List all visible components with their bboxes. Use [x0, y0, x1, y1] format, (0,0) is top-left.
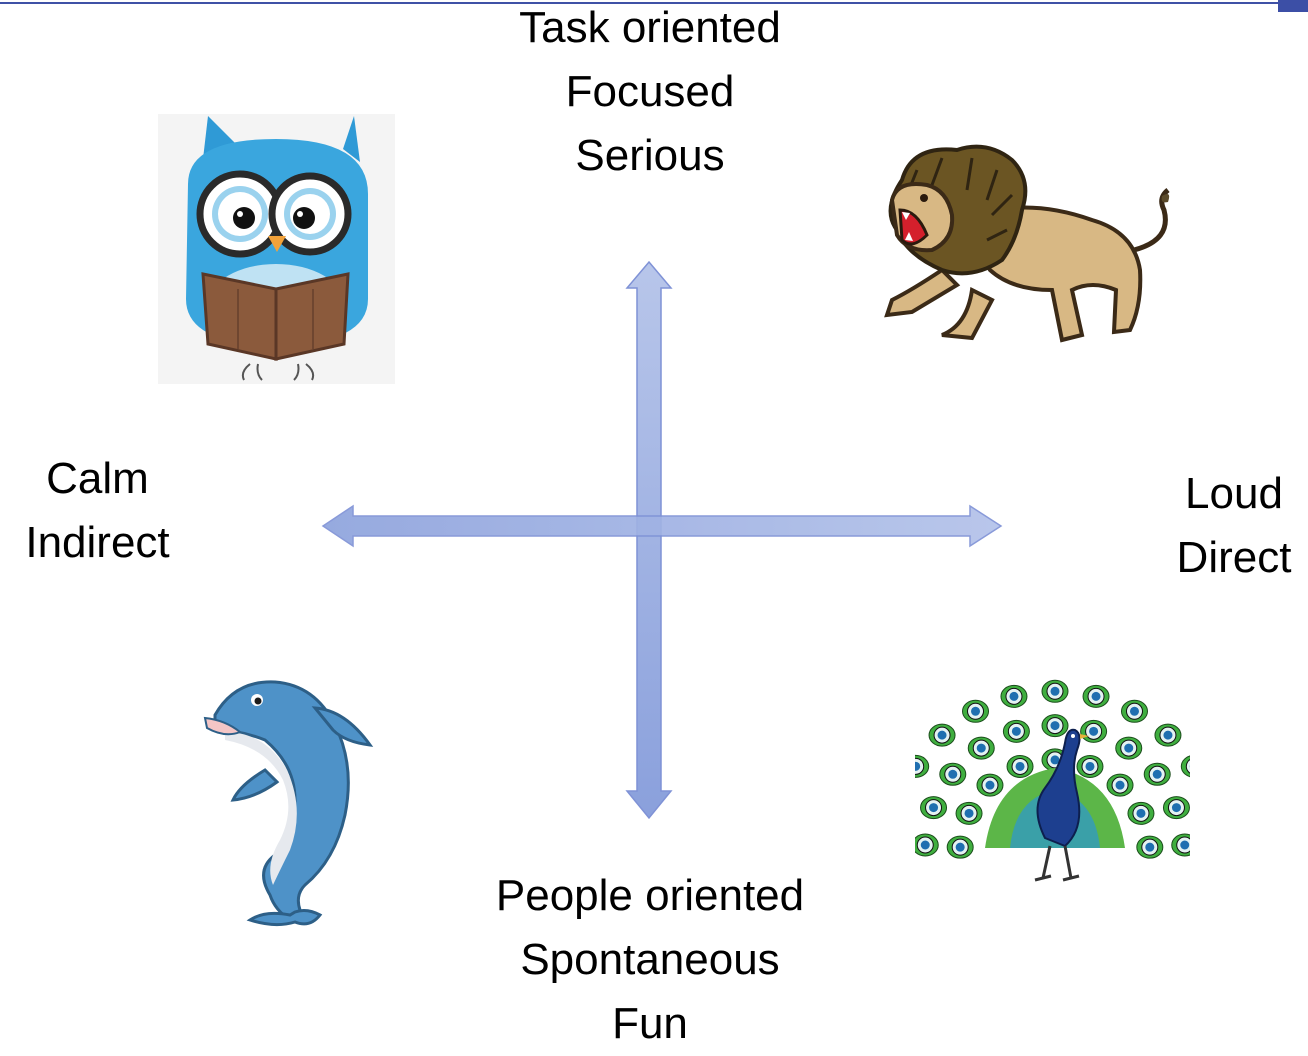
horizontal-arrow — [323, 506, 1001, 546]
lion-image — [872, 140, 1182, 350]
top-label-line-3: Serious — [450, 124, 850, 188]
right-label-line-1: Loud — [1160, 462, 1308, 526]
bottom-label-line-1: People oriented — [450, 864, 850, 928]
right-axis-label: Loud Direct — [1160, 462, 1308, 590]
right-label-line-2: Direct — [1160, 526, 1308, 590]
top-label-line-2: Focused — [450, 60, 850, 124]
top-axis-label: Task oriented Focused Serious — [450, 0, 850, 188]
bottom-label-line-2: Spontaneous — [450, 928, 850, 992]
bottom-axis-label: People oriented Spontaneous Fun — [450, 864, 850, 1056]
peacock-image — [915, 668, 1190, 886]
top-label-line-1: Task oriented — [450, 0, 850, 60]
left-axis-label: Calm Indirect — [0, 447, 195, 575]
vertical-arrow — [627, 262, 671, 818]
dolphin-image — [195, 670, 380, 930]
left-label-line-1: Calm — [0, 447, 195, 511]
left-label-line-2: Indirect — [0, 511, 195, 575]
owl-image — [158, 114, 395, 384]
bottom-label-line-3: Fun — [450, 992, 850, 1056]
